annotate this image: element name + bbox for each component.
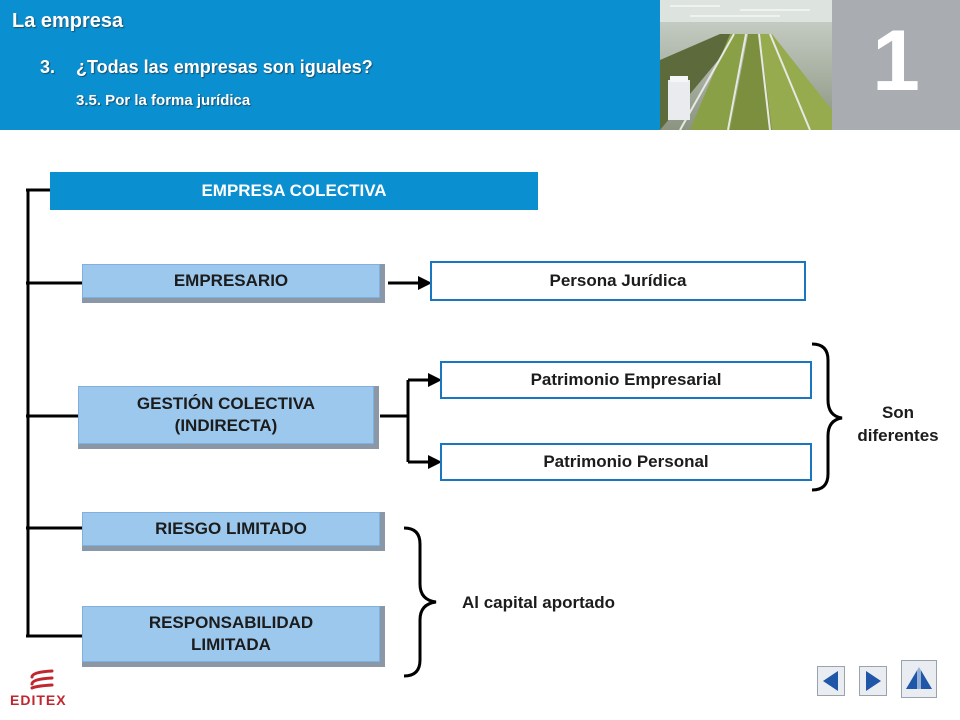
empresario-label: EMPRESARIO [173, 270, 289, 290]
section-title: 3. ¿Todas las empresas son iguales? [40, 57, 373, 78]
brace-limitado [403, 526, 437, 678]
gestion-label-line1: GESTIÓN COLECTIVA [136, 393, 316, 413]
arrowhead-patrimonio-per [428, 455, 442, 469]
header-banner: La empresa 3. ¿Todas las empresas son igu… [0, 0, 660, 130]
arrow-left-icon [823, 671, 838, 691]
persona-juridica-label: Persona Jurídica [549, 271, 687, 290]
next-button[interactable] [859, 666, 887, 696]
responsabilidad-label-line2: LIMITADA [191, 635, 271, 654]
capital-aportado-label: Al capital aportado [462, 593, 616, 612]
arrow-right-icon [866, 671, 881, 691]
arrowhead-empresario [418, 276, 432, 290]
previous-button[interactable] [817, 666, 845, 696]
riesgo-limitado-box: RIESGO LIMITADO [82, 512, 385, 551]
index-button[interactable] [901, 660, 937, 698]
persona-juridica-box: Persona Jurídica [430, 261, 806, 301]
patrimonio-empresarial-label: Patrimonio Empresarial [530, 370, 722, 389]
responsabilidad-label-line1: RESPONSABILIDAD [148, 612, 314, 632]
section-text: ¿Todas las empresas son iguales? [76, 57, 373, 77]
son-diferentes-line1: Son [881, 403, 915, 422]
patrimonio-personal-label: Patrimonio Personal [543, 452, 709, 471]
gestion-colectiva-box: GESTIÓN COLECTIVA (INDIRECTA) [78, 386, 379, 449]
page-title: La empresa [12, 10, 124, 32]
section-number: 3. [40, 57, 56, 77]
empresa-colectiva-bar: EMPRESA COLECTIVA [50, 172, 538, 210]
chapter-number: 1 [872, 13, 920, 109]
brace-patrimonio [811, 342, 843, 492]
gestion-label-line2: (INDIRECTA) [174, 416, 278, 435]
empresario-box: EMPRESARIO [82, 264, 385, 303]
factory-photo [660, 0, 832, 130]
responsabilidad-limitada-box: RESPONSABILIDAD LIMITADA [82, 606, 385, 667]
chapter-box: 1 [832, 0, 960, 130]
patrimonio-personal-box: Patrimonio Personal [440, 443, 812, 481]
son-diferentes-label: Son diferentes [838, 402, 958, 448]
riesgo-label: RIESGO LIMITADO [155, 518, 307, 538]
patrimonio-empresarial-box: Patrimonio Empresarial [440, 361, 812, 399]
son-diferentes-line2: diferentes [857, 425, 939, 445]
subsection-title: 3.5. Por la forma jurídica [76, 92, 251, 109]
arrow-up-icon [906, 665, 932, 691]
editex-logo-icon [30, 669, 54, 690]
editex-logo-text: EDITEX [10, 692, 67, 708]
arrowhead-patrimonio-emp [428, 373, 442, 387]
